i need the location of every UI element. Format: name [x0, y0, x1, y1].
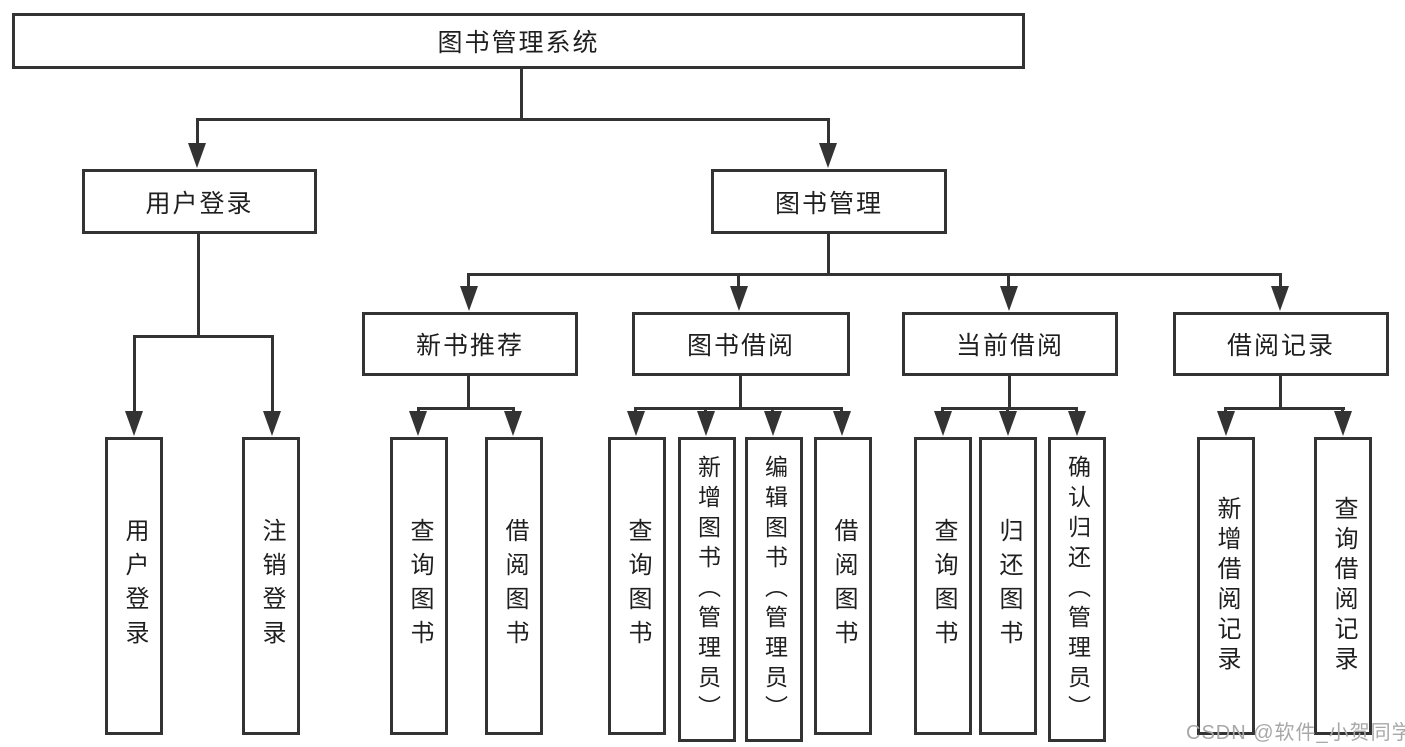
node-book-borrow: 图书借阅 [632, 312, 850, 376]
node-label: 图书管理系统 [437, 29, 600, 57]
arrow-down-icon [504, 411, 522, 436]
arrow-down-icon [263, 411, 281, 436]
watermark: CSDN @软件_小贺同学 [1186, 722, 1405, 744]
arrow-down-icon [460, 286, 478, 311]
connector-hline [634, 407, 843, 410]
leaf-edit-book-admin: 编辑图书（管理员） [745, 437, 803, 742]
connector-vline [1008, 376, 1011, 410]
arrow-down-icon [1068, 411, 1086, 436]
arrow-down-icon [125, 411, 143, 436]
leaf-label: 归还图书 [995, 518, 1022, 654]
leaf-user-login: 用户登录 [105, 437, 163, 735]
arrow-down-icon [833, 411, 851, 436]
node-book-management: 图书管理 [711, 169, 947, 234]
leaf-label: 查询图书 [930, 518, 957, 654]
arrow-down-icon [1217, 411, 1235, 436]
arrow-down-icon [1271, 286, 1289, 311]
connector-hline [467, 273, 1282, 276]
node-current-borrow: 当前借阅 [902, 312, 1118, 376]
leaf-label: 借阅图书 [501, 518, 528, 654]
connector-vline [520, 69, 523, 120]
leaf-borrow-books-borrow: 借阅图书 [814, 437, 872, 735]
connector-hline [196, 118, 830, 121]
arrow-down-icon [1334, 411, 1352, 436]
arrow-down-icon [627, 411, 645, 436]
connector-hline [1224, 407, 1345, 410]
arrow-down-icon [1000, 286, 1018, 311]
connector-vline [271, 335, 274, 415]
connector-vline [467, 376, 470, 410]
arrow-down-icon [188, 143, 206, 168]
connector-hline [941, 407, 1078, 410]
leaf-label: 借阅图书 [830, 518, 857, 654]
node-label: 借阅记录 [1226, 332, 1335, 360]
connector-vline [739, 376, 742, 410]
leaf-label: 查询图书 [406, 518, 433, 654]
connector-vline [737, 273, 740, 289]
leaf-borrow-books-recommend: 借阅图书 [485, 437, 543, 735]
leaf-add-borrow-record: 新增借阅记录 [1197, 437, 1255, 735]
connector-vline [196, 118, 199, 148]
leaf-label: 查询借阅记录 [1330, 496, 1357, 676]
node-new-book-recommend: 新书推荐 [362, 312, 578, 376]
node-label: 图书管理 [774, 189, 883, 218]
arrow-down-icon [409, 411, 427, 436]
arrow-down-icon [999, 411, 1017, 436]
node-label: 新书推荐 [415, 332, 524, 360]
leaf-label: 新增图书（管理员） [694, 454, 721, 725]
node-label: 当前借阅 [955, 332, 1064, 360]
leaf-query-borrow-record: 查询借阅记录 [1314, 437, 1372, 735]
connector-vline [197, 234, 200, 337]
arrow-down-icon [697, 411, 715, 436]
leaf-query-books-borrow: 查询图书 [608, 437, 666, 735]
arrow-down-icon [819, 143, 837, 168]
arrow-down-icon [934, 411, 952, 436]
leaf-query-books-recommend: 查询图书 [390, 437, 448, 735]
leaf-confirm-return-admin: 确认归还（管理员） [1048, 437, 1106, 742]
node-borrow-records: 借阅记录 [1173, 312, 1389, 376]
node-label: 图书借阅 [686, 332, 795, 360]
leaf-label: 注销登录 [258, 518, 285, 654]
leaf-label: 确认归还（管理员） [1064, 454, 1091, 725]
leaf-return-book: 归还图书 [979, 437, 1037, 735]
connector-vline [827, 118, 830, 148]
connector-vline [133, 335, 136, 415]
connector-vline [467, 273, 470, 289]
connector-vline [1279, 273, 1282, 289]
leaf-query-books-current: 查询图书 [914, 437, 972, 735]
connector-hline [417, 407, 515, 410]
leaf-label: 用户登录 [121, 518, 148, 654]
leaf-label: 编辑图书（管理员） [761, 454, 788, 725]
leaf-logout: 注销登录 [242, 437, 300, 735]
node-label: 用户登录 [145, 189, 254, 218]
arrow-down-icon [764, 411, 782, 436]
connector-vline [1007, 273, 1010, 289]
leaf-label: 查询图书 [624, 518, 651, 654]
arrow-down-icon [730, 286, 748, 311]
connector-hline [133, 335, 274, 338]
leaf-label: 新增借阅记录 [1213, 496, 1240, 676]
node-library-system: 图书管理系统 [12, 13, 1025, 69]
connector-vline [827, 234, 830, 276]
leaf-add-book-admin: 新增图书（管理员） [678, 437, 736, 742]
node-user-login: 用户登录 [82, 169, 317, 234]
connector-vline [1279, 376, 1282, 410]
